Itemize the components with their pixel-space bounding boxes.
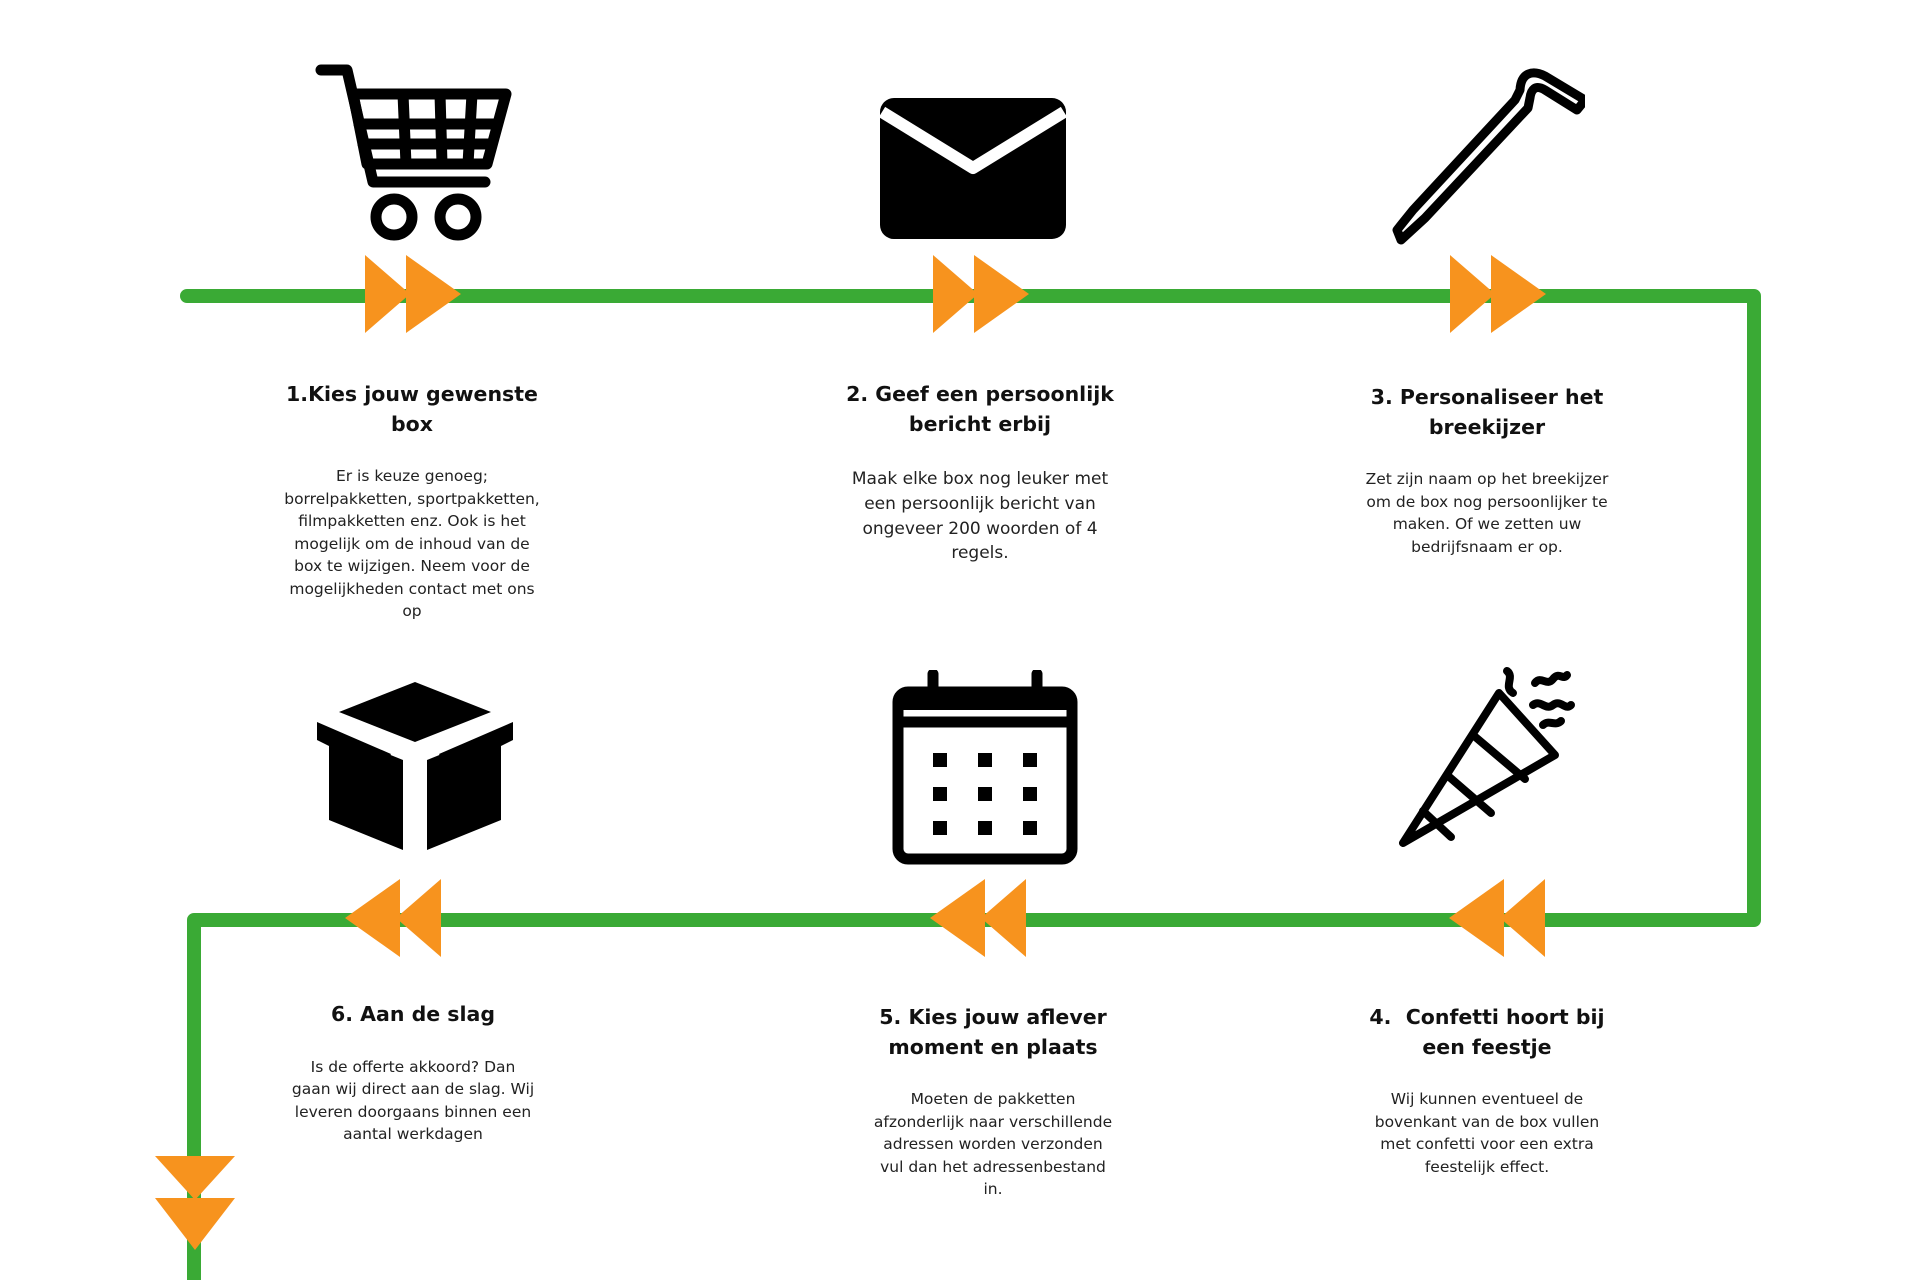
party-popper-icon [1399, 667, 1575, 847]
arrow-left-5 [930, 879, 1026, 957]
calendar-icon [892, 670, 1078, 865]
arrow-left-4 [1449, 879, 1545, 957]
crowbar-icon [1392, 68, 1585, 245]
arrow-right-1 [365, 255, 461, 333]
step-6: 6. Aan de slag Is de offerte akkoord? Da… [263, 1000, 563, 1146]
box-icon [317, 682, 513, 850]
step-6-title: 6. Aan de slag [330, 1002, 496, 1026]
arrow-right-2 [933, 255, 1029, 333]
step-1-description: Er is keuze genoeg;borrelpakketten, spor… [284, 467, 540, 621]
arrow-down [155, 1156, 235, 1250]
arrow-right-3 [1450, 255, 1546, 333]
flow-line [180, 289, 1761, 1280]
arrow-left-6 [345, 879, 441, 957]
shopping-cart-icon [315, 64, 512, 241]
envelope-icon [878, 98, 1068, 239]
